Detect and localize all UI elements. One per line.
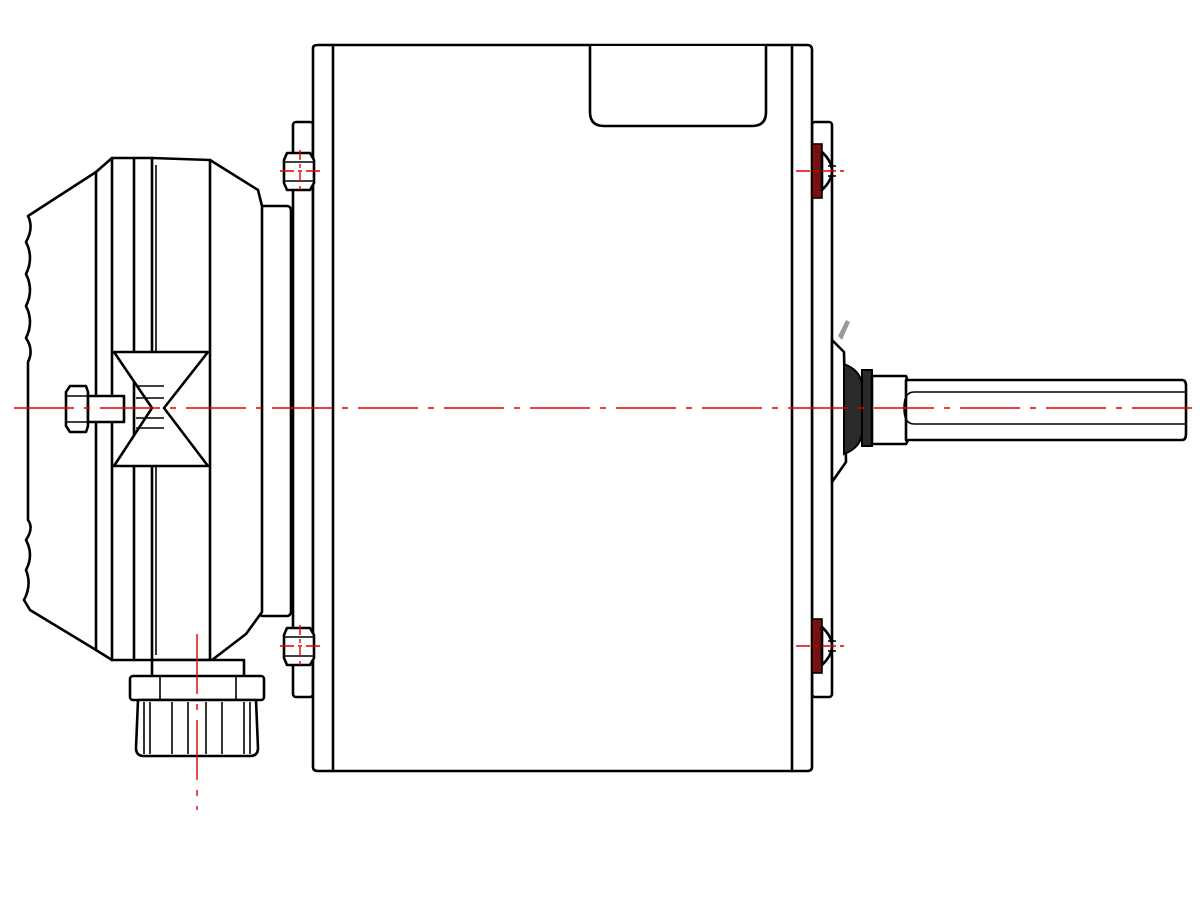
terminal-box-icon: [22, 156, 293, 662]
hex-bolt-icon: [64, 384, 126, 434]
centerlines: [14, 150, 1192, 810]
shaft-icon: [830, 320, 1188, 484]
bearing-boss: [830, 338, 848, 484]
right-flange-plate: [810, 120, 834, 699]
end-cap: [22, 156, 264, 662]
left-flange-plate: [291, 120, 315, 699]
shaft-collar: [870, 374, 910, 446]
cap-adapter-ring: [257, 204, 293, 618]
gasket-tab: [838, 320, 850, 340]
nameplate-tab: [588, 46, 768, 128]
shaft: [904, 378, 1188, 442]
shaft-seal: [843, 362, 863, 456]
